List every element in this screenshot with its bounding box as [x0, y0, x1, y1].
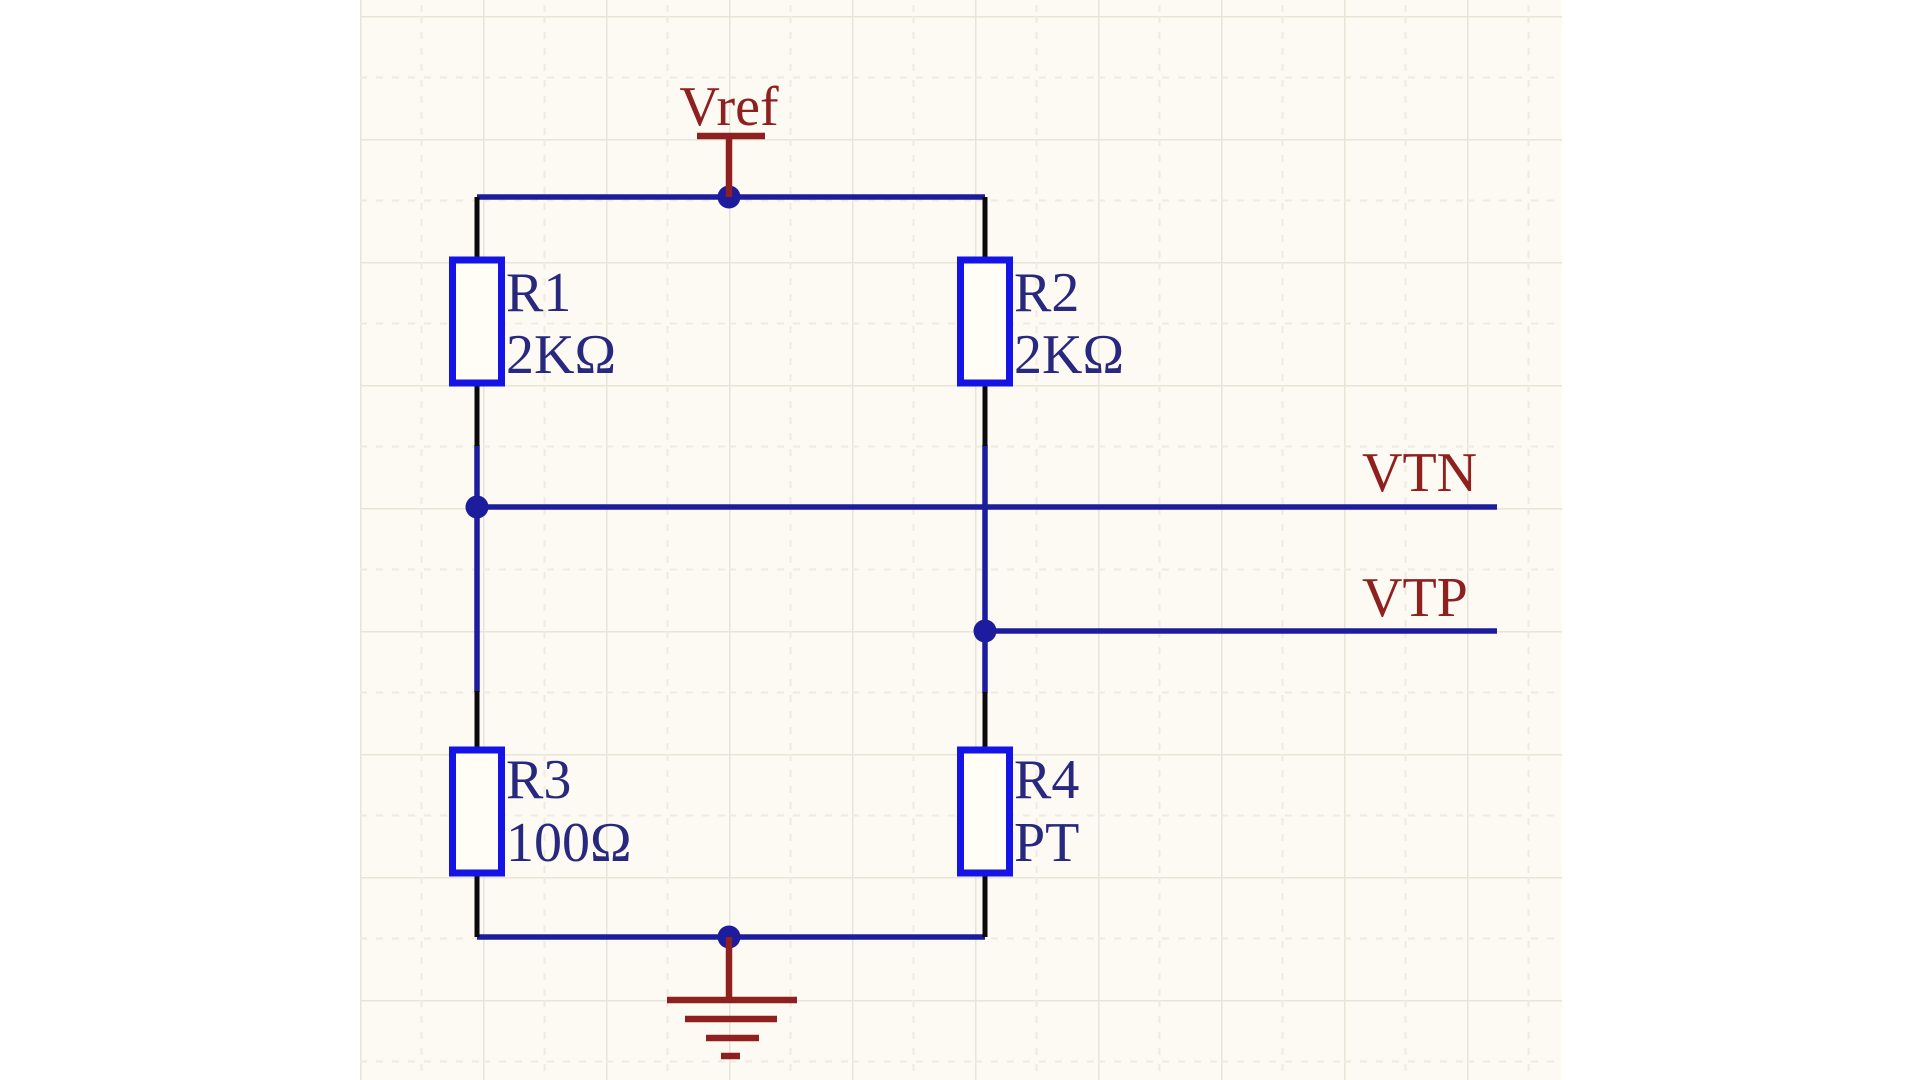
resistor-bodies: [449, 256, 1013, 877]
junction-dots: [465, 185, 997, 949]
net-label-vtn: VTN: [1362, 442, 1477, 504]
ground-symbol: [667, 937, 797, 1060]
label-r2-designator: R2: [1014, 262, 1079, 324]
resistor-r4-body: [957, 746, 1013, 877]
label-r1-value: 2KΩ: [506, 324, 616, 386]
label-r1-designator: R1: [506, 262, 571, 324]
label-r3-designator: R3: [506, 749, 571, 811]
label-r4-value: PT: [1014, 812, 1079, 874]
vref-power-symbol: [697, 132, 765, 197]
net-label-vtp: VTP: [1362, 567, 1468, 629]
junction-dot-vtn: [465, 495, 489, 519]
label-r3-value: 100Ω: [506, 812, 632, 874]
component-labels: R1 2KΩ R2 2KΩ R3 100Ω R4 PT: [506, 262, 1124, 874]
power-symbols: [667, 132, 797, 1060]
resistor-r3-body: [449, 746, 505, 877]
grid-background: [360, 0, 1562, 1080]
junction-dot-vtp: [973, 619, 997, 643]
label-r4-designator: R4: [1014, 749, 1079, 811]
net-labels: Vref VTN VTP: [679, 76, 1477, 629]
component-pins: [474, 197, 988, 937]
resistor-r2-body: [957, 256, 1013, 387]
label-r2-value: 2KΩ: [1014, 324, 1124, 386]
resistor-r1-body: [449, 256, 505, 387]
net-label-vref: Vref: [679, 76, 779, 138]
